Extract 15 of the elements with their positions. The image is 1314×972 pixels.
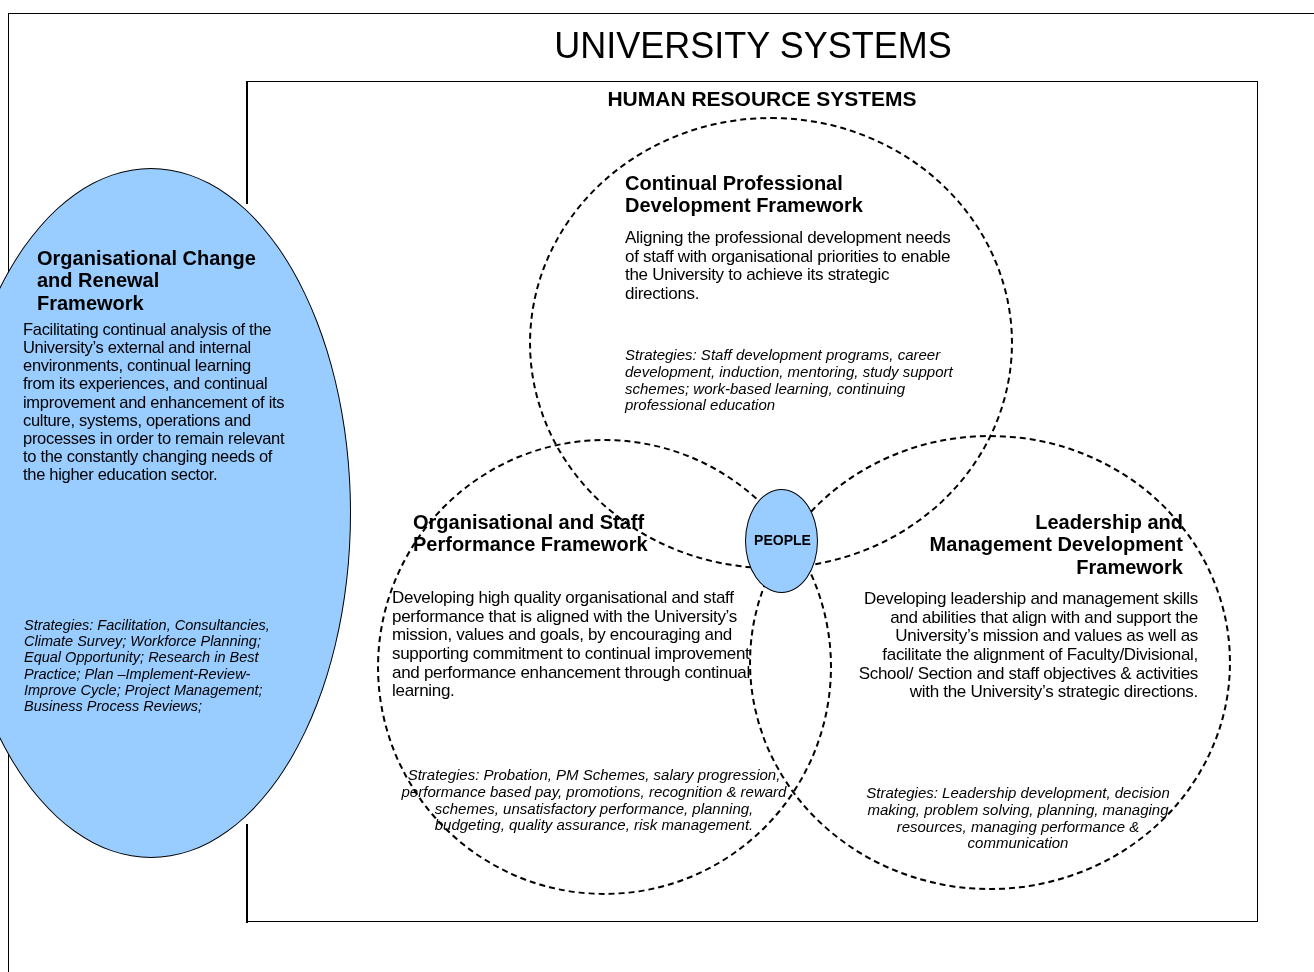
- strategies-text: Strategies: Facilitation, Consultancies, Climate Survey; Workforce Planning; Equal Opportunity; Research in Best Practice; Plan –Implement-Review-Improve Cycle; Project Management; Business Process Reviews;: [24, 617, 271, 715]
- description-text: Facilitating continual analysis of the University’s external and internal environments, continual learning from its experiences, and continual improvement and enhancement of its culture, systems, operations and processes in order to remain relevant to the constantly changing needs of the higher education sector.: [23, 320, 285, 484]
- circle-heading: Leadership and Management Development Framework: [928, 511, 1183, 579]
- description-text: Aligning the professional development needs of staff with organisational priorities to enable the University to achieve its strategic directions.: [625, 229, 952, 304]
- description-text: Developing leadership and management skills and abilities that align with and support the University’s mission and values as well as facilitate the alignment of Faculty/Divisional, School/ Section and staff objectives & activities with the University’s strategic directions.: [857, 590, 1198, 703]
- ellipse-heading: Organisational Change and Renewal Framework: [37, 247, 257, 315]
- ellipse-label: PEOPLE: [753, 533, 812, 549]
- circle-heading: Continual Professional Development Framework: [625, 172, 864, 217]
- strategies-text: Strategies: Probation, PM Schemes, salary progression, performance based pay, promotions, recognition & reward schemes, unsatisfactory performance, planning, budgeting, quality assurance, risk management.: [400, 767, 788, 835]
- frame-title: UNIVERSITY SYSTEMS: [553, 26, 953, 66]
- strategies-text: Strategies: Leadership development, decision making, problem solving, planning, managing resources, managing performance & communication: [865, 785, 1171, 853]
- description-text: Developing high quality organisational and staff performance that is aligned with the University’s mission, values and goals, by encouraging and supporting commitment to continual improvement and performance enhancement through continual learning.: [392, 589, 751, 702]
- circle-heading: Organisational and Staff Performance Framework: [413, 511, 648, 556]
- strategies-text: Strategies: Staff development programs, career development, induction, mentoring, study support schemes; work-based learning, continuing professional education: [625, 347, 954, 415]
- frame-title: HUMAN RESOURCE SYSTEMS: [606, 87, 918, 111]
